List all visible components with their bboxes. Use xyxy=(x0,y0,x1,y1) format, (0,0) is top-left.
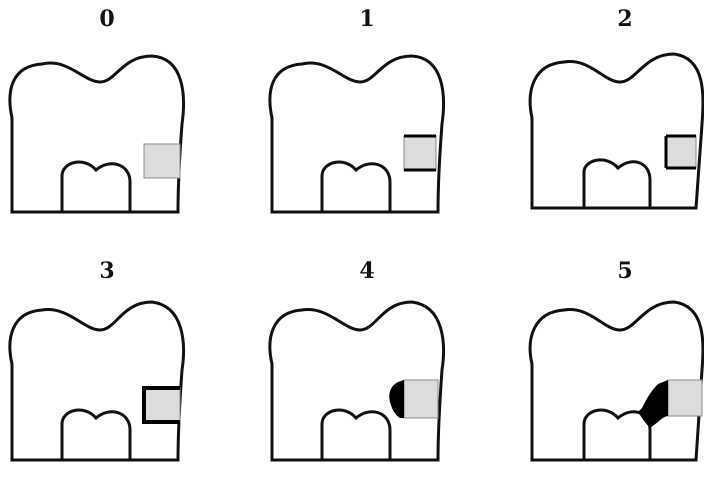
tooth-diagram-1 xyxy=(262,0,472,230)
tooth-panel-1: 1 xyxy=(262,0,472,230)
tooth-panel-3: 3 xyxy=(2,252,212,482)
tooth-outline xyxy=(10,56,184,212)
pulp-root xyxy=(322,410,390,460)
tooth-panel-2: 2 xyxy=(520,0,704,230)
pulp-root xyxy=(584,160,650,208)
tooth-diagram-0 xyxy=(2,0,212,230)
tooth-diagram-4 xyxy=(262,252,472,482)
restoration xyxy=(666,136,696,168)
tooth-outline xyxy=(10,302,184,460)
restoration xyxy=(404,380,438,418)
tooth-outline xyxy=(270,56,444,212)
restoration xyxy=(404,136,436,170)
restoration xyxy=(144,144,180,178)
tooth-panel-4: 4 xyxy=(262,252,472,482)
carious-lesion xyxy=(389,380,404,418)
tooth-diagram-5 xyxy=(520,252,704,482)
tooth-diagram-3 xyxy=(2,252,212,482)
pulp-root xyxy=(62,162,130,212)
tooth-outline xyxy=(530,54,703,208)
carious-lesion xyxy=(638,380,668,428)
restoration xyxy=(144,388,180,422)
tooth-panel-5: 5 xyxy=(520,252,704,482)
tooth-diagram-2 xyxy=(520,0,704,230)
tooth-panel-0: 0 xyxy=(2,0,212,230)
restoration xyxy=(668,380,702,416)
pulp-root xyxy=(584,410,650,460)
pulp-root xyxy=(322,162,390,212)
pulp-root xyxy=(62,410,130,460)
